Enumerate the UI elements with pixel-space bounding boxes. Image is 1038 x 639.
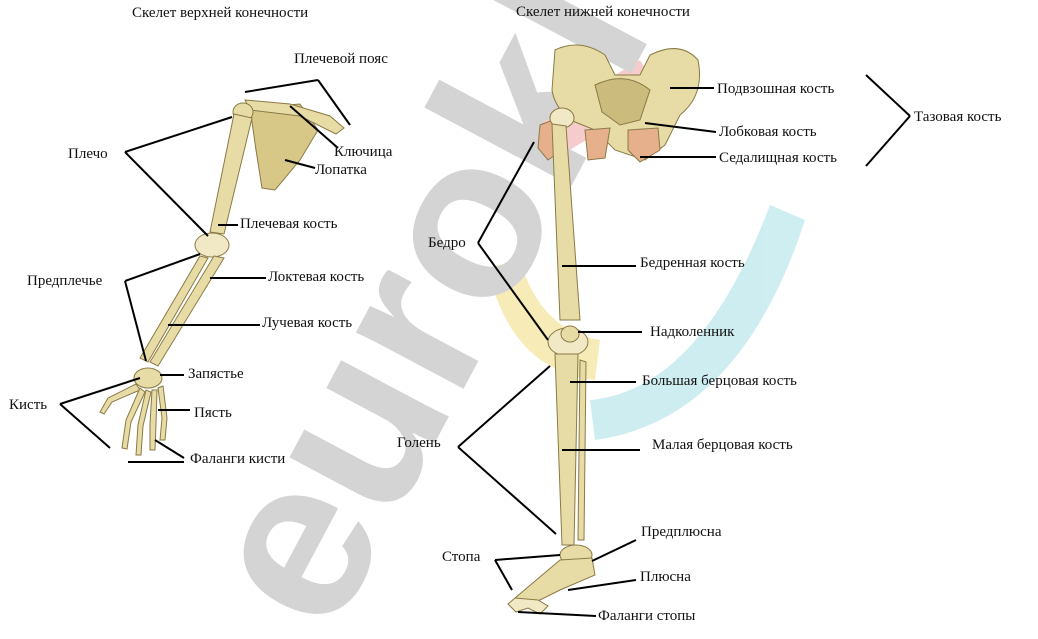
foot-shape xyxy=(514,557,596,606)
humerus-shape xyxy=(209,113,253,235)
line-foot-b xyxy=(494,559,513,591)
finger-3 xyxy=(135,389,152,456)
label-tarsus: Предплюсна xyxy=(641,524,722,540)
label-humerus: Плечевая кость xyxy=(240,216,338,232)
line-clavicle xyxy=(289,105,339,149)
label-femur: Бедренная кость xyxy=(640,255,745,271)
label-ilium: Подвзошная кость xyxy=(717,81,835,97)
label-shoulder: Плечо xyxy=(68,146,108,162)
label-patella: Надколенник xyxy=(650,324,735,340)
lower-leader-lines xyxy=(457,74,911,617)
ulna-shape xyxy=(149,255,225,367)
hip-pink-right xyxy=(584,127,611,161)
upper-leader-lines xyxy=(59,79,351,463)
lower-limb-skeleton xyxy=(507,44,701,615)
line-hand-b xyxy=(59,403,111,449)
label-thigh: Бедро xyxy=(428,235,466,251)
finger-2 xyxy=(121,387,146,450)
label-fibula: Малая берцовая кость xyxy=(652,437,793,453)
line-shoulder-a xyxy=(124,116,233,153)
line-pelvic-b xyxy=(865,115,911,167)
pelvis-inner-shape xyxy=(594,78,651,126)
line-hand-a xyxy=(59,377,141,405)
label-hand-phalanges: Фаланги кисти xyxy=(190,451,286,467)
line-pelvic-a xyxy=(865,74,911,117)
line-scapula xyxy=(284,159,316,169)
label-foot-phalanges: Фаланги стопы xyxy=(598,608,696,624)
label-foot: Стопа xyxy=(442,549,481,565)
elbow-shape xyxy=(194,232,230,258)
line-shin-b xyxy=(457,446,557,535)
label-forearm: Предплечье xyxy=(27,273,103,289)
label-metatarsus: Плюсна xyxy=(640,569,691,585)
wrist-shape xyxy=(133,367,163,389)
line-foot-a xyxy=(494,554,561,561)
label-pubis: Лобковая кость xyxy=(719,124,817,140)
label-tibia: Большая берцовая кость xyxy=(642,373,797,389)
label-metacarpus: Пясть xyxy=(194,405,232,421)
label-radius: Лучевая кость xyxy=(262,315,353,331)
femur-shape xyxy=(551,123,581,321)
label-wrist: Запястье xyxy=(188,366,244,382)
line-hand-phalanges-a xyxy=(154,439,185,459)
label-shoulder-girdle: Плечевой пояс xyxy=(294,51,388,67)
finger-5 xyxy=(157,385,168,441)
lower-limb-title: Скелет нижней конечности xyxy=(516,4,690,20)
radius-shape xyxy=(139,255,209,363)
line-pubis xyxy=(644,122,717,133)
label-scapula: Лопатка xyxy=(315,162,367,178)
clavicle-shape xyxy=(244,99,345,135)
upper-limb-title: Скелет верхней конечности xyxy=(132,5,309,21)
line-shoulder-girdle-a xyxy=(244,79,319,93)
label-pelvic-bone: Тазовая кость xyxy=(914,109,1002,125)
line-shoulder-b xyxy=(124,151,209,237)
line-shin-a xyxy=(457,365,551,448)
label-clavicle: Ключица xyxy=(334,144,393,160)
toes-shape xyxy=(507,597,549,615)
line-foot-phalanges xyxy=(517,611,597,617)
watermark: eurokI xyxy=(146,0,805,639)
patella-shape xyxy=(560,325,580,343)
line-forearm-a xyxy=(124,253,201,282)
upper-limb-skeleton xyxy=(99,99,345,456)
line-thigh-b xyxy=(477,242,549,341)
watermark-cyan-arc xyxy=(590,205,805,440)
line-thigh-a xyxy=(477,141,535,244)
finger-4 xyxy=(149,389,158,451)
line-shoulder-girdle-b xyxy=(317,79,351,126)
label-hand: Кисть xyxy=(9,397,48,413)
label-ischium: Седалищная кость xyxy=(719,150,837,166)
line-tarsus xyxy=(591,539,637,562)
line-metatarsus xyxy=(567,579,637,591)
label-shin: Голень xyxy=(397,435,441,451)
line-forearm-b xyxy=(124,280,147,362)
label-ulna: Локтевая кость xyxy=(268,269,365,285)
